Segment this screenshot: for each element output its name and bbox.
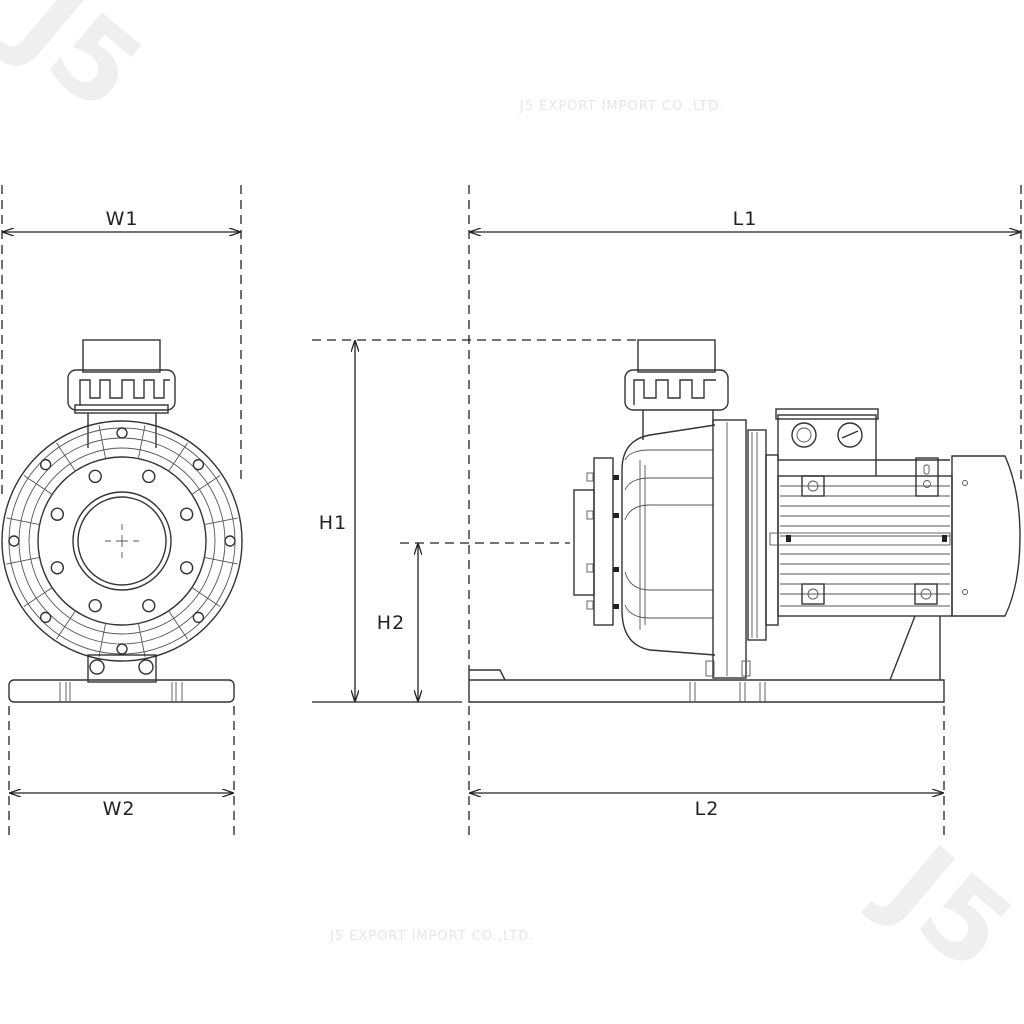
bolt — [142, 598, 156, 613]
dimension-label-l1: L1 — [733, 208, 758, 230]
housing-rib — [98, 623, 107, 657]
housing-rib — [191, 587, 221, 607]
housing-rib — [56, 442, 76, 472]
dimension-label-w1: W1 — [106, 208, 139, 230]
bolt — [192, 458, 205, 471]
housing-rib — [6, 517, 40, 526]
pump-side-view — [468, 339, 1021, 703]
bolt — [224, 535, 236, 547]
watermark-text: J5 EXPORT IMPORT CO.,LTD. — [329, 929, 534, 944]
housing-rib — [6, 556, 40, 565]
bolt — [50, 507, 65, 521]
bolt — [116, 643, 128, 655]
bolt — [142, 469, 156, 484]
watermark-text: J5 EXPORT IMPORT CO.,LTD. — [519, 99, 724, 114]
housing-rib — [191, 475, 221, 495]
dimension-label-h2: H2 — [377, 612, 405, 634]
housing-rib — [204, 517, 238, 526]
housing-rib — [23, 587, 53, 607]
dimension-label-l2: L2 — [695, 798, 720, 820]
bolt — [179, 507, 194, 521]
housing-rib — [98, 425, 107, 459]
bolt — [8, 535, 20, 547]
dimension-label-w2: W2 — [103, 798, 136, 820]
pump-front-view — [1, 339, 243, 703]
bolt — [192, 611, 205, 624]
housing-rib — [137, 425, 146, 459]
dimension-lines — [1, 185, 1022, 840]
dimension-label-h1: H1 — [319, 512, 347, 534]
bolt — [88, 469, 102, 484]
housing-rib — [204, 556, 238, 565]
housing-rib — [23, 475, 53, 495]
watermark-logo: J5 — [0, 0, 166, 135]
watermark: J5 J5 J5 EXPORT IMPORT CO.,LTD. J5 EXPOR… — [0, 0, 1024, 995]
bolt — [116, 427, 128, 439]
housing-rib — [168, 442, 188, 472]
bolt — [88, 598, 102, 613]
housing-rib — [56, 610, 76, 640]
watermark-logo: J5 — [858, 817, 1024, 995]
housing-rib — [168, 610, 188, 640]
bolt — [39, 611, 52, 624]
bolt — [39, 458, 52, 471]
bolt — [179, 561, 194, 575]
housing-rib — [137, 623, 146, 657]
bolt — [50, 561, 65, 575]
